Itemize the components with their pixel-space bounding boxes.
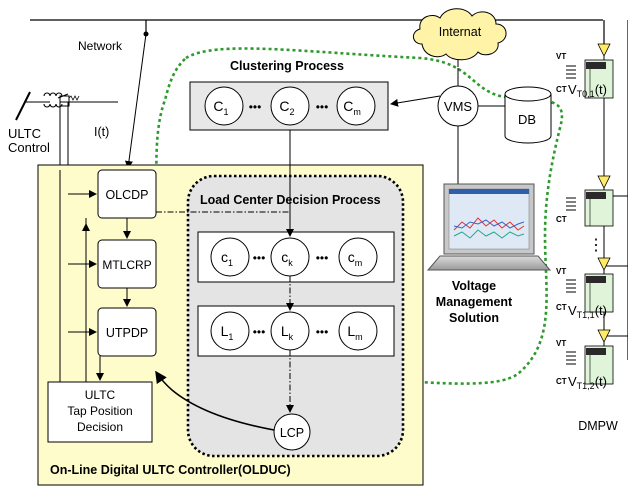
cluster-L-row: L1 ••• Lk ••• Lm — [210, 311, 378, 351]
network-label: Network — [78, 39, 123, 53]
mtlcrp-label: MTLCRP — [102, 258, 151, 272]
vms-solution-label-3: Solution — [449, 311, 499, 325]
dmpw-meter-3: VT CT VT1,2(t) — [556, 329, 614, 391]
ellipsis: ••• — [316, 325, 329, 339]
vms-to-clustering-arrow — [390, 95, 441, 107]
meters-vertical-ellipsis: ⋮ — [588, 237, 604, 254]
database-icon: DB — [504, 86, 552, 144]
utpdp-block: UTPDP — [97, 307, 157, 357]
cluster-C1: C1 — [213, 98, 228, 117]
olcdp-block: OLCDP — [97, 169, 157, 219]
laptop-icon — [426, 183, 552, 271]
dmpw-meter-0: VT CT VT0,1(t) — [556, 43, 614, 99]
ultc-control-label-2: Control — [8, 140, 50, 155]
cluster-Cm: Cm — [343, 98, 361, 117]
ellipsis: ••• — [316, 100, 329, 114]
cluster-c-row: c1 ••• ck ••• cm — [210, 237, 378, 277]
cluster-cm: cm — [348, 249, 363, 268]
load-Lm: Lm — [347, 323, 362, 342]
cluster-C-row: C1 ••• C2 ••• Cm — [204, 86, 376, 126]
decision-label-1: ULTC — [85, 388, 116, 402]
lcp-to-utpdp-link — [155, 370, 275, 431]
network-backbone — [30, 19, 628, 360]
clustering-process-label: Clustering Process — [230, 59, 344, 73]
controller-connectors — [59, 170, 131, 382]
decision-label-2: Tap Position — [67, 404, 132, 418]
decision-label-3: Decision — [77, 420, 123, 434]
ct-label: CT — [556, 377, 567, 386]
vt-label: VT — [556, 267, 566, 276]
meter-label-2: VT1,1(t) — [568, 303, 607, 320]
ellipsis: ••• — [253, 251, 266, 265]
current-label: I(t) — [94, 125, 109, 139]
dmpw-meter-1: CT — [556, 175, 614, 227]
load-L1: L1 — [221, 323, 234, 342]
dmpw-meter-2: VT CT VT1,1(t) — [556, 257, 614, 320]
utpdp-label: UTPDP — [106, 326, 148, 340]
db-label: DB — [518, 112, 536, 127]
vt-label: VT — [556, 339, 566, 348]
olduc-controller-label: On-Line Digital ULTC Controller(OLDUC) — [50, 463, 291, 477]
meter-label-0: VT0,1(t) — [568, 82, 607, 99]
internet-cloud: Internat — [413, 8, 507, 67]
cluster-ck: ck — [281, 249, 293, 268]
vms-solution-label-2: Management — [436, 295, 513, 309]
load-Lk: Lk — [281, 323, 294, 342]
ct-label: CT — [556, 303, 567, 312]
lcp-node: LCP — [273, 413, 311, 451]
vms-node: VMS — [437, 85, 479, 127]
decision-flow-lines — [156, 211, 294, 413]
dmpw-label: DMPW — [578, 419, 618, 433]
meter-label-3: VT1,2(t) — [568, 374, 607, 391]
vms-solution-label-1: Voltage — [452, 279, 496, 293]
cluster-c1: c1 — [221, 249, 233, 268]
ellipsis: ••• — [316, 251, 329, 265]
internet-label: Internat — [439, 25, 482, 39]
vt-label: VT — [556, 52, 566, 61]
tap-position-decision-block: ULTC Tap Position Decision — [47, 381, 153, 443]
lcp-label: LCP — [280, 426, 304, 440]
ellipsis: ••• — [249, 100, 262, 114]
cluster-C2: C2 — [279, 98, 294, 117]
mtlcrp-block: MTLCRP — [97, 239, 157, 289]
vms-label: VMS — [444, 99, 473, 114]
ultc-control-label: ULTC — [8, 126, 41, 141]
ct-label: CT — [556, 85, 567, 94]
ct-label: CT — [556, 215, 567, 224]
olcdp-label: OLCDP — [105, 188, 148, 202]
ellipsis: ••• — [253, 325, 266, 339]
